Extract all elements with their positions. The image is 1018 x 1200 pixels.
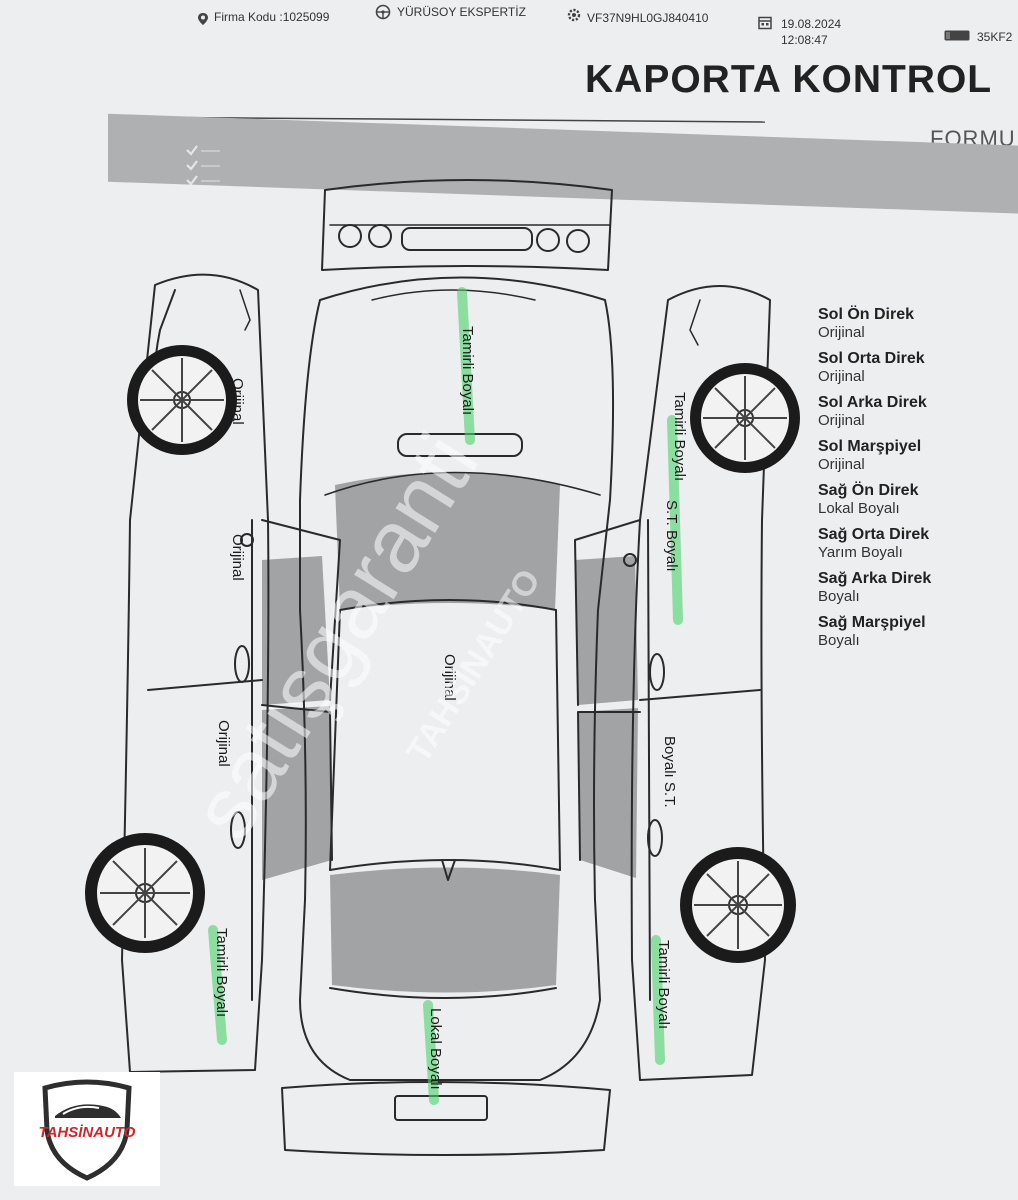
rear-bumper-outline: [281, 1080, 611, 1156]
steering-wheel-icon: [375, 4, 391, 20]
wheel-right-rear-icon: [680, 847, 796, 963]
watermark-dealer-text: TAHSİNAUTO: [400, 563, 549, 769]
plate-number: 35KF2: [977, 30, 1013, 44]
highlighter-marks: [208, 287, 683, 1105]
calendar-icon: [758, 16, 772, 30]
location-pin-icon: [198, 13, 208, 25]
report-time: 12:08:47: [781, 33, 828, 47]
logo-text: TAHSİNAUTO: [38, 1124, 136, 1141]
wheels: [85, 345, 800, 963]
listing-id-watermark: #1210232492: [3, 4, 124, 23]
company-name: YÜRÜSOY EKSPERTİZ: [397, 5, 526, 19]
wheel-left-rear-icon: [85, 833, 205, 953]
license-plate-icon: [944, 30, 970, 41]
front-bumper-outline: [321, 179, 613, 271]
firma-kodu: Firma Kodu :1025099: [214, 10, 330, 24]
vin-number: VF37N9HL0GJ840410: [587, 11, 709, 25]
car-top-body: [299, 276, 615, 1081]
wheel-left-front-icon: [127, 345, 237, 455]
gear-icon: [567, 8, 581, 22]
dealer-logo: TAHSİNAUTO: [14, 1072, 160, 1186]
shield-logo-icon: [42, 1079, 132, 1181]
glass-areas: [262, 472, 638, 993]
watermark-site-text: satışgaranti: [172, 417, 497, 855]
report-date: 19.08.2024: [781, 17, 842, 31]
checklist-icon: [186, 145, 220, 186]
wheel-right-front-icon: [690, 363, 800, 473]
car-left-side: [121, 273, 270, 1073]
report-title: KAPORTA KONTROL: [585, 58, 993, 101]
